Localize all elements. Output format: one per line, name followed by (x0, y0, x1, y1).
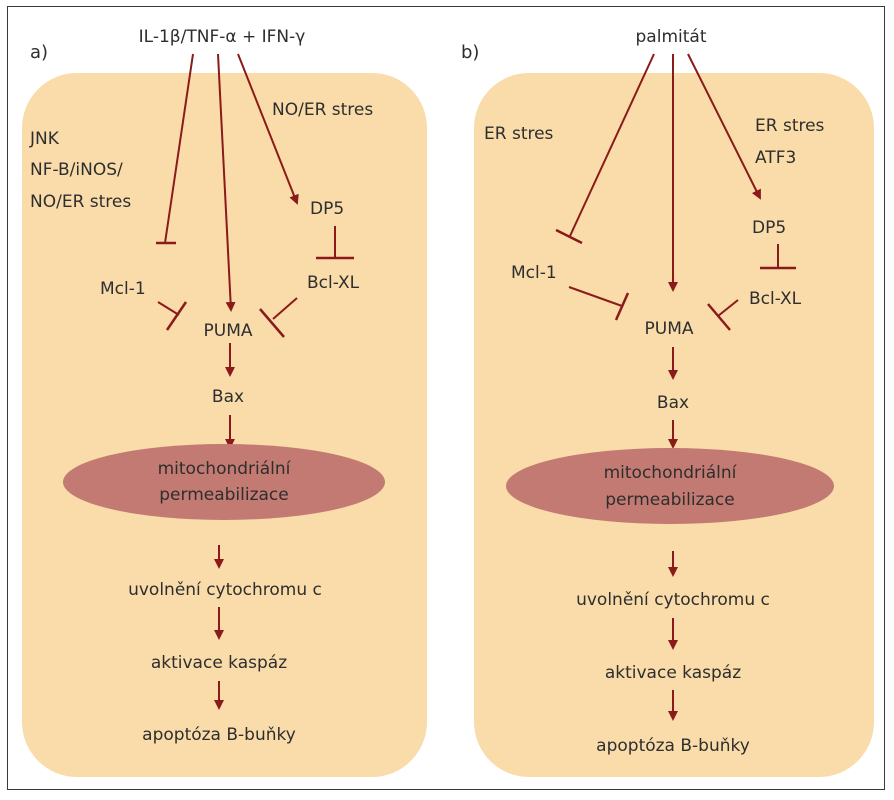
panel-a-nfb-label: NF-B/iNOS/ (30, 160, 123, 180)
panel-b-mcl1-inhibit-line (568, 286, 623, 307)
panel-a-cytc-label: uvolnění cytochromu c (128, 580, 322, 600)
panel-a-bclxl-inhibit-line (272, 297, 298, 320)
panel-b-bclxl-inhibit-line (717, 299, 739, 317)
panel-a-mito-line1: mitochondriální (158, 459, 292, 479)
panel-a-jnk-label: JNK (29, 129, 60, 149)
panel-a-letter: a) (30, 42, 48, 63)
panel-a-bclxl-inhibit-bar (259, 308, 285, 338)
panel-a: a) IL-1β/TNF-α + IFN-γ JNK NF-B/iNOS/ NO… (22, 27, 427, 777)
panel-b-input-label: palmitát (636, 27, 707, 47)
panel-a-mcl1-inhibit-bar (165, 301, 188, 331)
panel-a-arrow-to-dp5 (237, 53, 299, 205)
panel-b-puma-label: PUMA (645, 319, 694, 339)
panel-b-cytc-label: uvolnění cytochromu c (576, 590, 770, 610)
panel-b-mcl1-inhibit-bar (614, 292, 630, 321)
panel-b-bclxl-inhibit-bar (707, 303, 731, 331)
panel-b-mito-line2: permeabilizace (605, 490, 734, 510)
panel-a-input-label: IL-1β/TNF-α + IFN-γ (139, 27, 306, 47)
panel-b-mito-ellipse (506, 448, 834, 524)
panel-b-dp5-label: DP5 (752, 218, 786, 238)
panel-b: b) palmitát ER stres ER stres ATF3 DP5 B… (461, 27, 874, 777)
panel-b-inhibit-mcl1-line (569, 53, 655, 237)
panel-b-mcl1-label: Mcl-1 (511, 263, 557, 283)
panel-a-dp5-label: DP5 (310, 199, 344, 219)
panel-b-caspase-label: aktivace kaspáz (605, 663, 741, 683)
panel-b-bclxl-label: Bcl-XL (749, 289, 802, 309)
panel-a-puma-label: PUMA (204, 321, 253, 341)
panel-b-bax-label: Bax (657, 393, 689, 413)
panel-b-atf3-label: ATF3 (755, 148, 796, 168)
panel-b-right-er-label: ER stres (755, 116, 825, 136)
panel-b-letter: b) (461, 42, 479, 63)
panel-a-no-er-label: NO/ER stres (30, 192, 131, 212)
panel-a-apoptosis-label: apoptóza B-buňky (142, 725, 296, 745)
panel-a-arrow-to-puma (217, 53, 236, 312)
panel-a-background (22, 73, 427, 777)
panel-a-bax-label: Bax (212, 387, 244, 407)
panel-a-mito-ellipse (63, 444, 385, 520)
panel-a-bclxl-label: Bcl-XL (307, 273, 360, 293)
panel-b-apoptosis-label: apoptóza B-buňky (596, 736, 750, 756)
panel-b-inhibit-mcl1-bar (555, 228, 583, 245)
panel-b-mito-line1: mitochondriální (604, 463, 738, 483)
figure-frame (7, 6, 885, 790)
panel-a-mcl1-label: Mcl-1 (100, 279, 146, 299)
panel-a-mito-line2: permeabilizace (159, 485, 288, 505)
panel-a-caspase-label: aktivace kaspáz (151, 653, 287, 673)
panel-b-left-er-label: ER stres (484, 124, 554, 144)
panel-a-right-no-er-label: NO/ER stres (272, 100, 373, 120)
panel-a-inhibit-mcl1-line (164, 53, 194, 244)
panel-a-mcl1-inhibit-line (157, 301, 180, 316)
panel-b-arrow-to-dp5 (687, 53, 761, 200)
